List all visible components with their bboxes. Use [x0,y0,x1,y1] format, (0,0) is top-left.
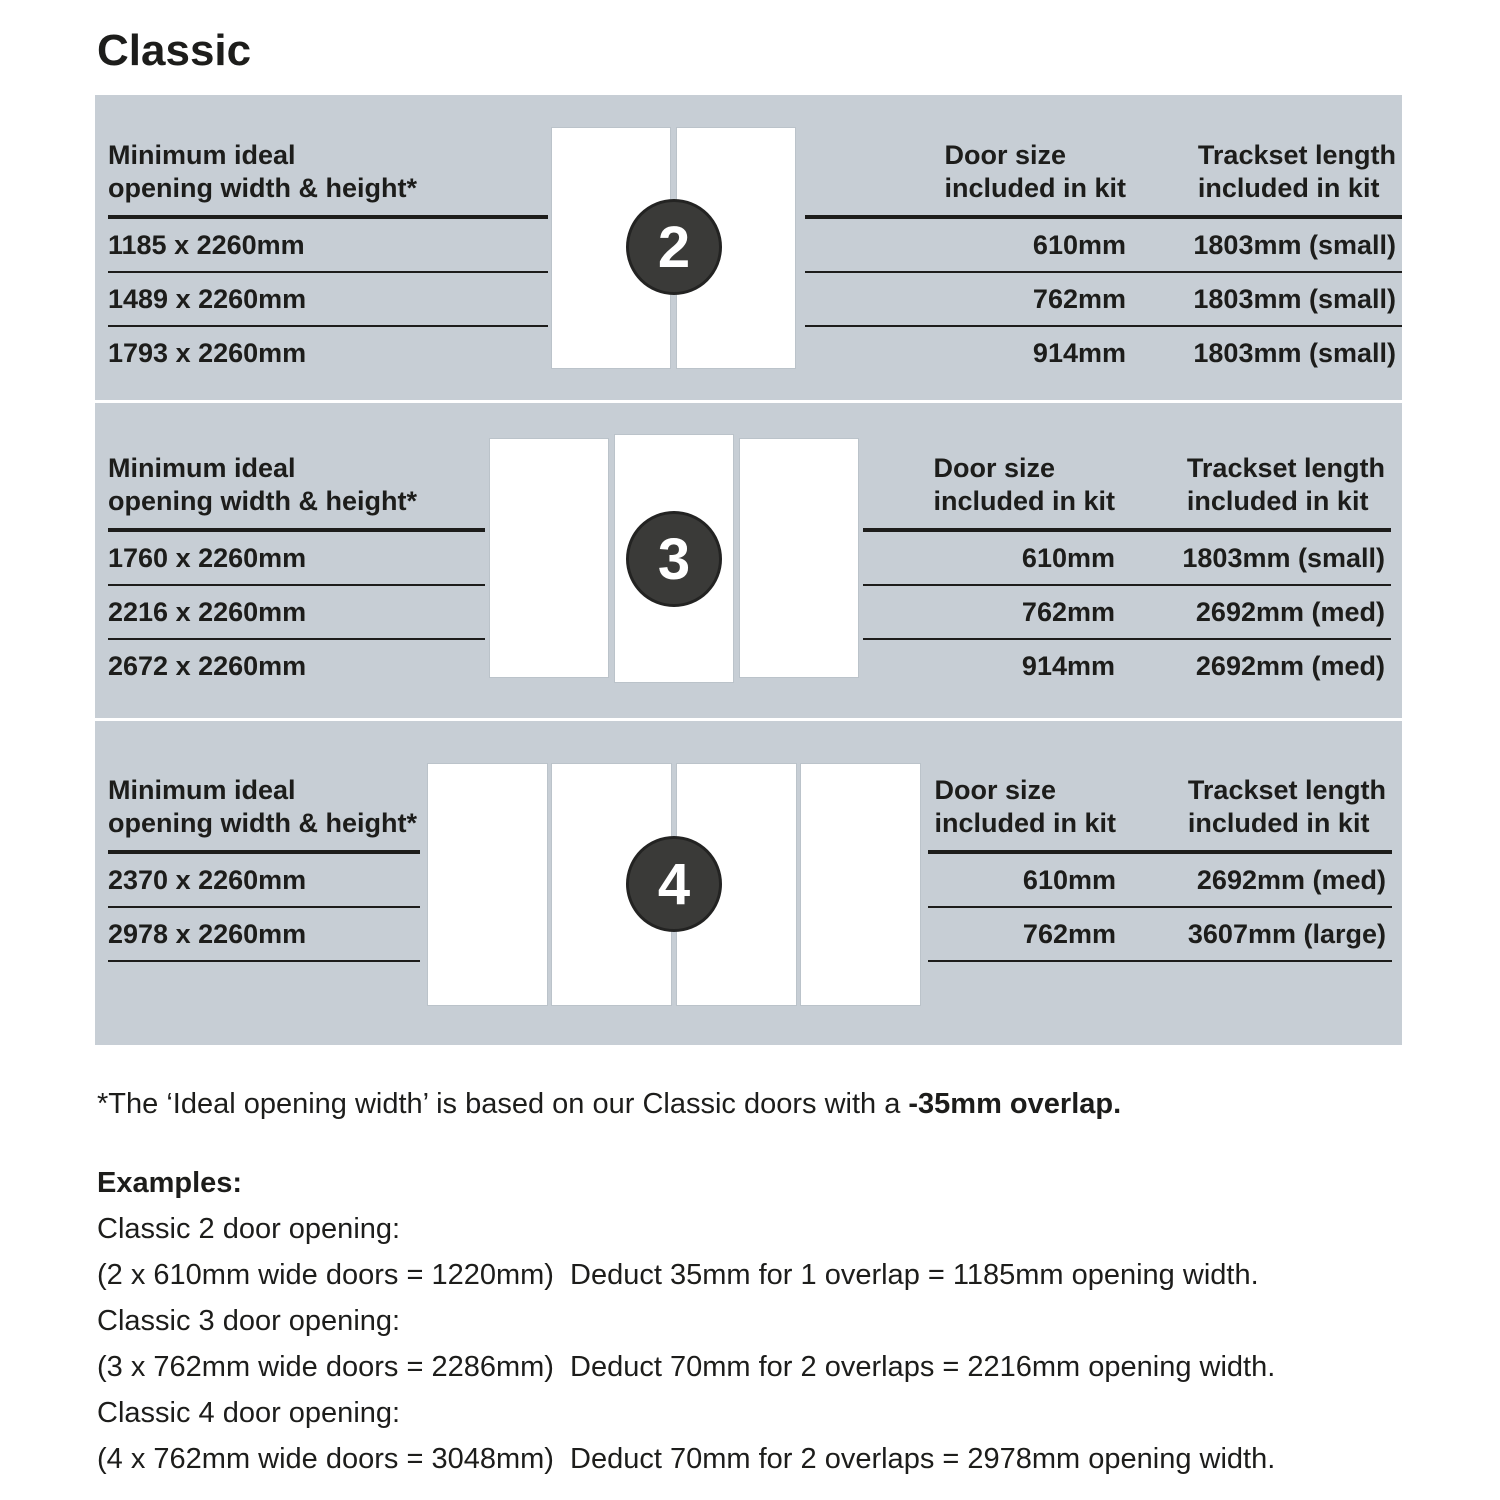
footnote-text: *The ‘Ideal opening width’ is based on o… [97,1088,909,1120]
trackset-length-value: 2692mm (med) [1195,650,1385,681]
opening-size-table: Minimum ideal opening width & height* 11… [108,135,548,379]
table-row: 914mm 2692mm (med) [863,640,1391,692]
door-size-value: 914mm [1021,650,1115,681]
spec-panel-4-door: Minimum ideal opening width & height* 23… [95,721,1402,1045]
table-row: 762mm 3607mm (large) [928,908,1392,962]
opening-size-table: Minimum ideal opening width & height* 23… [108,770,420,962]
kit-contents-table: Door size included in kit Trackset lengt… [805,135,1402,379]
door-panel-illustration [801,764,920,1005]
example-line: (2 x 610mm wide doors = 1220mm) Deduct 3… [97,1259,1259,1291]
door-size-value: 762mm [1022,918,1116,949]
door-panel-illustration [490,439,608,677]
table-row: 610mm 1803mm (small) [805,219,1402,273]
kit-contents-header: Door size included in kit Trackset lengt… [863,448,1391,532]
kit-contents-table: Door size included in kit Trackset lengt… [863,448,1391,692]
notes-section: *The ‘Ideal opening width’ is based on o… [97,1085,1427,1482]
spec-panels: Minimum ideal opening width & height* 11… [95,95,1402,1045]
example-line: (3 x 762mm wide doors = 2286mm) Deduct 7… [97,1351,1276,1383]
door-size-value: 762mm [1021,596,1115,627]
opening-size-value: 2216 x 2260mm [108,586,485,640]
door-size-value: 610mm [1032,229,1126,260]
table-row: 610mm 1803mm (small) [863,532,1391,586]
opening-size-header: Minimum ideal opening width & height* [108,135,548,219]
examples-heading: Examples: [97,1167,243,1199]
header-line: Door size [933,453,1056,483]
opening-size-header: Minimum ideal opening width & height* [108,770,420,854]
kit-contents-table: Door size included in kit Trackset lengt… [928,770,1392,962]
header-line: Minimum ideal [108,453,296,483]
opening-size-value: 2370 x 2260mm [108,854,420,908]
page-title: Classic [97,26,252,75]
table-row: 610mm 2692mm (med) [928,854,1392,908]
door-panel-illustration [428,764,547,1005]
header-line: Trackset length [1197,140,1396,170]
header-line: Door size [944,140,1067,170]
header-line: opening width & height* [108,808,417,838]
trackset-length-value: 1803mm (small) [1193,229,1396,260]
door-size-header: Door size included in kit [928,774,1116,840]
door-size-value: 762mm [1032,283,1126,314]
trackset-length-header: Trackset length included in kit [1115,452,1391,518]
door-size-value: 914mm [1032,337,1126,368]
opening-size-value: 1185 x 2260mm [108,219,548,273]
trackset-length-header: Trackset length included in kit [1116,774,1392,840]
door-size-header: Door size included in kit [863,452,1115,518]
trackset-length-value: 3607mm (large) [1187,918,1386,949]
header-line: included in kit [1186,486,1369,516]
trackset-length-header: Trackset length included in kit [1126,139,1402,205]
trackset-length-value: 2692mm (med) [1195,596,1385,627]
opening-size-value: 2672 x 2260mm [108,650,307,681]
opening-size-header: Minimum ideal opening width & height* [108,448,485,532]
header-line: included in kit [944,173,1126,203]
header-line: Trackset length [1186,453,1385,483]
header-line: Minimum ideal [108,140,296,170]
footnote: *The ‘Ideal opening width’ is based on o… [97,1085,1427,1123]
kit-contents-header: Door size included in kit Trackset lengt… [805,135,1402,219]
header-line: opening width & height* [108,486,417,516]
door-count-badge: 2 [626,199,722,295]
header-line: included in kit [933,486,1115,516]
opening-size-table: Minimum ideal opening width & height* 17… [108,448,485,692]
door-count-badge: 3 [626,511,722,607]
table-row: 914mm 1803mm (small) [805,327,1402,379]
example-line: (4 x 762mm wide doors = 3048mm) Deduct 7… [97,1443,1276,1475]
table-row: 762mm 1803mm (small) [805,273,1402,327]
example-line: Classic 2 door opening: [97,1213,401,1245]
trackset-length-value: 1803mm (small) [1182,542,1385,573]
example-line: Classic 3 door opening: [97,1305,401,1337]
trackset-length-value: 2692mm (med) [1196,864,1386,895]
opening-size-value: 1760 x 2260mm [108,532,485,586]
opening-size-value: 1793 x 2260mm [108,337,307,368]
spec-panel-3-door: Minimum ideal opening width & height* 17… [95,403,1402,718]
header-line: included in kit [1187,808,1370,838]
door-size-header: Door size included in kit [805,139,1126,205]
door-count-badge: 4 [626,836,722,932]
header-line: Door size [934,775,1057,805]
example-line: Classic 4 door opening: [97,1397,401,1429]
table-row: 762mm 2692mm (med) [863,586,1391,640]
opening-size-value: 2978 x 2260mm [108,908,420,962]
header-line: included in kit [934,808,1116,838]
trackset-length-value: 1803mm (small) [1193,337,1396,368]
door-size-value: 610mm [1021,542,1115,573]
header-line: opening width & height* [108,173,417,203]
opening-size-value: 1489 x 2260mm [108,273,548,327]
door-size-value: 610mm [1022,864,1116,895]
header-line: included in kit [1197,173,1380,203]
kit-contents-header: Door size included in kit Trackset lengt… [928,770,1392,854]
door-panel-illustration [740,439,858,677]
trackset-length-value: 1803mm (small) [1193,283,1396,314]
header-line: Minimum ideal [108,775,296,805]
footnote-bold-text: -35mm overlap. [908,1088,1122,1120]
spec-panel-2-door: Minimum ideal opening width & height* 11… [95,95,1402,400]
header-line: Trackset length [1187,775,1386,805]
